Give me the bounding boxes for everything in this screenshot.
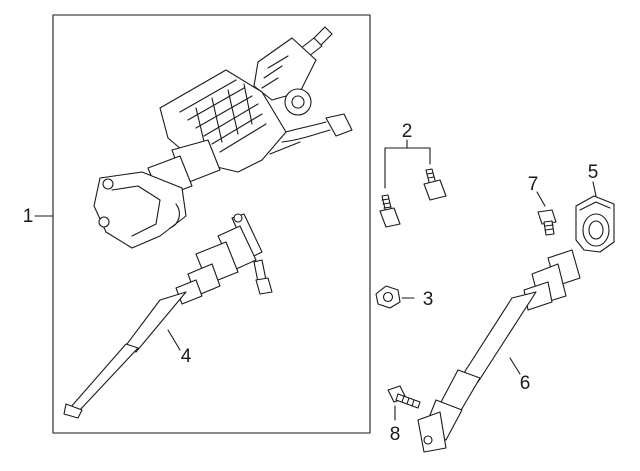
bolt-2-right <box>423 168 447 201</box>
screw-7 <box>537 209 557 236</box>
pinch-bolt <box>253 259 273 295</box>
bolt-2-left <box>379 194 401 228</box>
nut-3 <box>375 285 401 309</box>
callout-1: 1 <box>23 206 34 227</box>
assembly-frame <box>52 14 371 434</box>
callout-6: 6 <box>520 373 531 394</box>
callout-4: 4 <box>181 346 192 367</box>
leader-lines <box>34 139 597 421</box>
callout-2: 2 <box>402 121 413 142</box>
cover-5 <box>575 195 615 253</box>
intermediate-shaft-4 <box>63 213 263 419</box>
callout-3: 3 <box>423 289 434 310</box>
callout-7: 7 <box>528 174 539 195</box>
callout-8: 8 <box>390 424 401 445</box>
callout-5: 5 <box>588 162 599 183</box>
steering-column-assembly <box>93 26 353 249</box>
bolt-8 <box>387 385 421 409</box>
lower-shaft-6 <box>417 249 581 453</box>
